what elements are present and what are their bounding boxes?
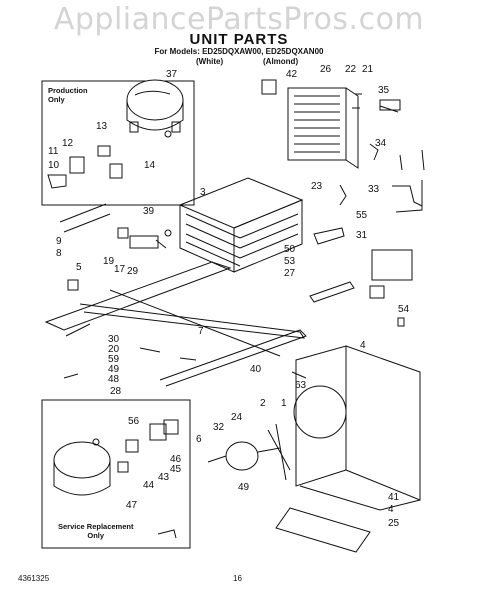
label-50: 50 [284, 244, 296, 255]
part-service-small [157, 529, 177, 539]
label-27: 27 [284, 268, 296, 279]
label-8: 8 [56, 248, 62, 259]
compressor-service [53, 438, 111, 496]
label-5: 5 [76, 262, 82, 273]
color-white: (White) [196, 57, 224, 66]
label-48: 48 [108, 374, 120, 385]
doc-number: 4361325 [18, 574, 50, 583]
drain-pan [275, 507, 371, 553]
label-12: 12 [62, 138, 74, 149]
service-label-line1: Service Replacement [58, 522, 134, 531]
label-55: 55 [356, 210, 368, 221]
label-43: 43 [158, 472, 170, 483]
label-29: 29 [127, 266, 139, 277]
watermark: AppliancePartsPros.com [53, 2, 425, 37]
label-4-a: 4 [360, 340, 366, 351]
color-almond: (Almond) [263, 57, 299, 66]
drier-27 [309, 281, 355, 303]
insulation-tubes [59, 203, 111, 233]
label-56: 56 [128, 416, 140, 427]
screw-54 [397, 317, 405, 327]
clips-top [352, 93, 399, 113]
production-label-line2: Only [48, 95, 65, 104]
label-30: 30 [108, 334, 120, 345]
label-40: 40 [250, 364, 262, 375]
label-10: 10 [48, 160, 60, 171]
label-53: 53 [284, 256, 296, 267]
label-42: 42 [286, 69, 298, 80]
label-21: 21 [362, 64, 374, 75]
relay-17-19 [117, 227, 167, 249]
label-28: 28 [110, 386, 122, 397]
label-44: 44 [143, 480, 155, 491]
label-14: 14 [144, 160, 156, 171]
label-2: 2 [260, 398, 266, 409]
label-1: 1 [281, 398, 287, 409]
label-7: 7 [198, 326, 204, 337]
label-37: 37 [166, 69, 178, 80]
label-54: 54 [398, 304, 410, 315]
evaporator-coil [178, 177, 304, 273]
label-20: 20 [108, 344, 120, 355]
label-19: 19 [103, 256, 115, 267]
label-25: 25 [388, 518, 400, 529]
thermistors [399, 149, 425, 171]
label-32: 32 [213, 422, 225, 433]
label-39: 39 [143, 206, 155, 217]
shim-48 [63, 373, 79, 379]
label-35: 35 [378, 85, 390, 96]
label-46: 46 [170, 454, 182, 465]
condenser-coil [261, 79, 359, 169]
label-23: 23 [311, 181, 323, 192]
models-line: For Models: ED25DQXAW00, ED25DQXAN00 [154, 47, 324, 56]
label-17: 17 [114, 264, 126, 275]
relay-production [47, 145, 123, 189]
label-49-a: 49 [108, 364, 120, 375]
bolt-63 [291, 371, 307, 379]
tube-33 [392, 180, 423, 213]
bracket-50 [313, 227, 345, 245]
page-title: UNIT PARTS [189, 31, 289, 48]
label-4-b: 4 [388, 504, 394, 515]
label-13: 13 [96, 121, 108, 132]
label-47: 47 [126, 500, 138, 511]
tube-23 [339, 184, 347, 206]
label-45: 45 [170, 464, 182, 475]
compressor-production [126, 79, 184, 138]
fan-motor [207, 423, 291, 481]
relay-service [117, 419, 179, 473]
label-22: 22 [345, 64, 357, 75]
production-label: Production Only [48, 86, 88, 104]
service-label-line2: Only [87, 531, 105, 540]
label-59: 59 [108, 354, 120, 365]
bracket-34 [369, 143, 379, 161]
label-41: 41 [388, 492, 400, 503]
label-11: 11 [48, 146, 59, 157]
production-label-line1: Production [48, 86, 88, 95]
page-number: 16 [233, 574, 242, 583]
base-frame [44, 261, 307, 387]
screw-39 [164, 229, 172, 237]
service-label: Service Replacement Only [58, 522, 133, 540]
label-6: 6 [196, 434, 202, 445]
label-9: 9 [56, 236, 62, 247]
label-34: 34 [375, 138, 387, 149]
part-labels: 37 42 26 22 21 35 13 12 11 10 14 34 3 23… [48, 64, 410, 529]
fan-shroud [293, 345, 421, 511]
label-26: 26 [320, 64, 332, 75]
label-24: 24 [231, 412, 243, 423]
harness-35 [379, 99, 401, 111]
label-63: 63 [295, 380, 307, 391]
harness-31 [369, 249, 413, 299]
label-31: 31 [356, 230, 368, 241]
service-only-box [41, 399, 191, 549]
label-49-b: 49 [238, 482, 250, 493]
label-3: 3 [200, 187, 206, 198]
label-33: 33 [368, 184, 380, 195]
production-only-box [41, 80, 195, 206]
